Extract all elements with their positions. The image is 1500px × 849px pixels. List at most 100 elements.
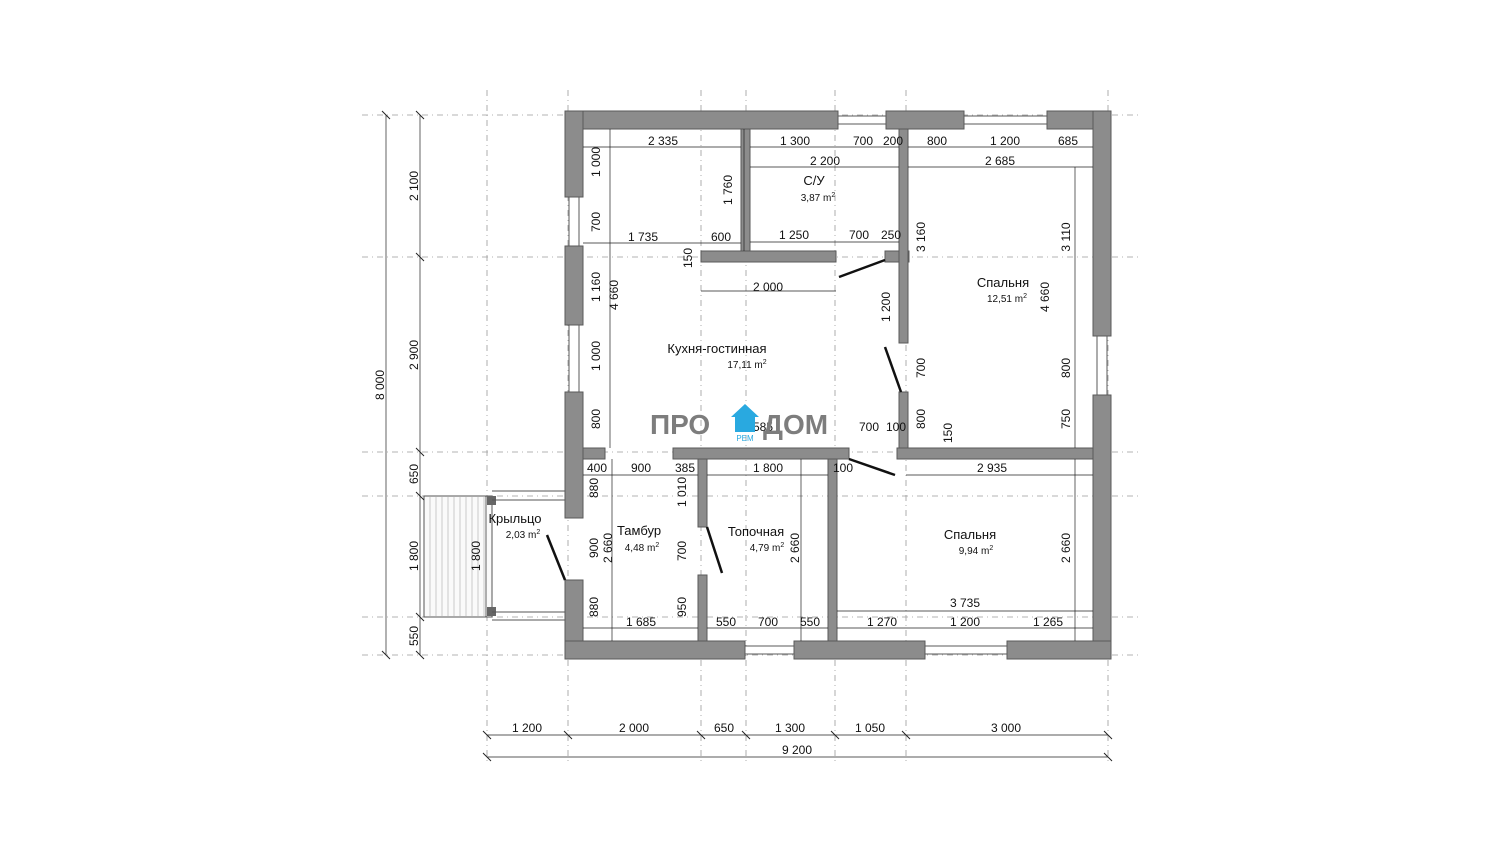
dim-s2-h: 2 660 (1059, 533, 1073, 563)
dim-t-top1: 400 (587, 461, 607, 475)
door-topoch (705, 526, 724, 574)
window-top-1 (837, 115, 887, 125)
dim-b-w: 2 200 (810, 154, 840, 168)
room-kitchen-area: 17,11 m2 (727, 359, 766, 371)
dim-b5: 1 050 (855, 721, 885, 735)
dim-l3: 650 (407, 464, 421, 484)
dim-k-l3: 1 160 (589, 272, 603, 302)
doors (545, 258, 903, 581)
dim-f-bot1: 550 (716, 615, 736, 629)
dim-s2-w: 3 735 (950, 596, 980, 610)
dim-t-l1: 880 (587, 478, 601, 498)
dim-b4: 1 300 (775, 721, 805, 735)
room-bedroom1-name: Спальня (977, 275, 1029, 290)
window-left-2 (568, 324, 580, 393)
window-right (1096, 335, 1108, 396)
dimension-ticks (381, 110, 1113, 762)
room-tambur-area: 4,48 m2 (625, 542, 660, 554)
dim-f-l3: 950 (675, 597, 689, 617)
dim-k-b3: 100 (886, 420, 906, 434)
room-porch-name: Крыльцо (488, 511, 541, 526)
room-bedroom2-name: Спальня (944, 527, 996, 542)
dim-b-bot2: 700 (849, 228, 869, 242)
house-icon (731, 404, 759, 432)
room-porch-area: 2,03 m2 (506, 529, 541, 541)
window-top-2 (963, 115, 1048, 125)
dim-r-r2: 800 (1059, 358, 1073, 378)
dim-b3: 650 (714, 721, 734, 735)
logo-right: ДОМ (763, 409, 828, 440)
dim-f-h: 2 660 (788, 533, 802, 563)
walls (564, 110, 1112, 660)
dim-k-l5: 800 (589, 409, 603, 429)
dim-r-r3: 750 (1059, 409, 1073, 429)
dim-b-top2: 700 (853, 134, 873, 148)
logo: ПРО ДОМ РЕМ (650, 404, 828, 443)
room-bedroom1-area: 12,51 m2 (987, 293, 1027, 305)
room-topoch-area: 4,79 m2 (750, 542, 785, 554)
door-bath (838, 258, 886, 279)
dim-l-total: 8 000 (373, 370, 387, 400)
dim-r-top2: 1 200 (990, 134, 1020, 148)
dim-b-h: 1 760 (721, 175, 735, 205)
porch (423, 490, 565, 621)
dim-r-w: 2 685 (985, 154, 1015, 168)
room-topoch-name: Топочная (728, 524, 784, 539)
room-bath-name: С/У (803, 173, 825, 188)
dim-k-mid2: 600 (711, 230, 731, 244)
dim-k-l2: 700 (589, 212, 603, 232)
dim-k-l1: 1 000 (589, 147, 603, 177)
dim-k-top: 2 335 (648, 134, 678, 148)
dim-t-h: 2 660 (601, 533, 615, 563)
dim-2000: 2 000 (753, 280, 783, 294)
dim-l5: 550 (407, 626, 421, 646)
dim-b1: 1 200 (512, 721, 542, 735)
dim-k-h: 4 660 (607, 280, 621, 310)
dim-800v: 800 (914, 409, 928, 429)
dim-s2-bot1: 1 270 (867, 615, 897, 629)
dim-700v: 700 (914, 358, 928, 378)
dim-l4: 1 800 (407, 541, 421, 571)
window-left-1 (568, 196, 580, 247)
room-bath-area: 3,87 m2 (801, 192, 836, 204)
dim-f-bot2: 700 (758, 615, 778, 629)
dim-s2-bot3: 1 265 (1033, 615, 1063, 629)
dim-b-total: 9 200 (782, 743, 812, 757)
dim-k-b2: 700 (859, 420, 879, 434)
dim-f-bot3: 550 (800, 615, 820, 629)
window-bottom-1 (744, 645, 795, 655)
dim-d100: 100 (833, 461, 853, 475)
dim-f-top: 1 800 (753, 461, 783, 475)
door-bedroom2 (848, 457, 896, 477)
dim-t-top2: 900 (631, 461, 651, 475)
dim-r-r1: 3 110 (1059, 222, 1073, 251)
dim-b6: 3 000 (991, 721, 1021, 735)
dim-l2: 2 900 (407, 340, 421, 370)
room-tambur-name: Тамбур (617, 523, 661, 538)
dim-b-bot1: 1 250 (779, 228, 809, 242)
dim-s2-bot2: 1 200 (950, 615, 980, 629)
dim-f-l1: 1 010 (675, 477, 689, 507)
dim-t-l2: 900 (587, 538, 601, 558)
door-entry (545, 534, 567, 581)
dim-t-top3: 385 (675, 461, 695, 475)
dim-k-l4: 1 000 (589, 341, 603, 371)
dim-b2: 2 000 (619, 721, 649, 735)
logo-left: ПРО (650, 409, 710, 440)
porch-post (487, 496, 496, 505)
dim-t-bot: 1 685 (626, 615, 656, 629)
dim-r-top1: 800 (927, 134, 947, 148)
door-bedroom1 (883, 346, 903, 393)
dim-t-l3: 880 (587, 597, 601, 617)
dim-r-top3: 685 (1058, 134, 1078, 148)
dim-v150a: 150 (681, 248, 695, 268)
room-kitchen-name: Кухня-гостинная (667, 341, 766, 356)
dim-porch-h: 1 800 (469, 541, 483, 571)
dim-l1: 2 100 (407, 171, 421, 201)
logo-sub: РЕМ (736, 434, 754, 443)
dim-b-bot3: 250 (881, 228, 901, 242)
dim-f-l2: 700 (675, 541, 689, 561)
dim-b-top3: 200 (883, 134, 903, 148)
dimension-labels-vertical: 1 000 700 1 160 1 000 800 4 660 1 760 15… (373, 147, 1073, 646)
